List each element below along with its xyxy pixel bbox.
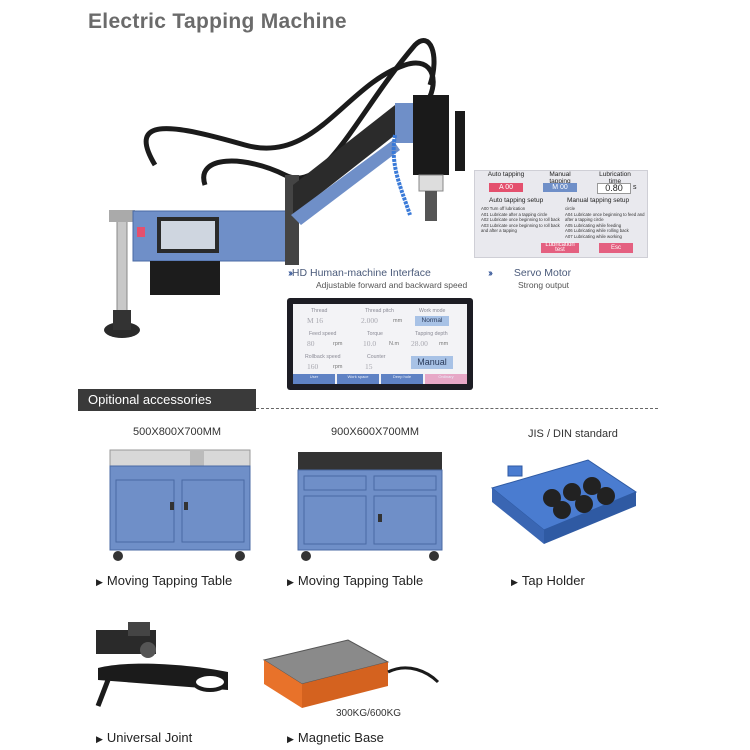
tapping-depth-label: Tapping depth xyxy=(415,331,448,337)
rollback-speed-unit: rpm xyxy=(333,364,343,370)
work-mode-button[interactable]: Normal xyxy=(415,316,449,326)
screen-tabs: User Work space Deep hole Ordinary xyxy=(293,374,467,384)
accessory-caption: ▶Magnetic Base xyxy=(287,730,384,745)
triangle-right-icon: ▶ xyxy=(96,577,103,587)
tab-deep-hole[interactable]: Deep hole xyxy=(381,374,423,384)
moving-tapping-table-image xyxy=(109,449,251,561)
divider xyxy=(256,408,658,409)
servo-motor-title-text: Servo Motor xyxy=(513,267,572,279)
accessory-caption: ▶Moving Tapping Table xyxy=(96,573,232,588)
accessory-name: Moving Tapping Table xyxy=(106,573,233,588)
magnetic-base-image xyxy=(262,639,440,708)
thread-pitch-unit: mm xyxy=(393,318,403,324)
auto-setup-list: A00 Turn off lubrication A01 Lubricate a… xyxy=(481,206,561,234)
manual-tapping-setup: Manual tapping setup xyxy=(567,197,630,204)
tap-holder-image xyxy=(490,459,638,544)
tab-ordinary[interactable]: Ordinary xyxy=(425,374,467,384)
thread-label: Thread xyxy=(311,308,328,314)
moving-tapping-table-image xyxy=(297,452,443,561)
universal-joint-image xyxy=(95,622,228,707)
tab-user[interactable]: User xyxy=(293,374,335,384)
rollback-speed-value[interactable]: 160 xyxy=(307,362,319,371)
accessory-caption: ▶Moving Tapping Table xyxy=(287,573,423,588)
accessory-name: Universal Joint xyxy=(106,730,193,745)
auto-tapping-value[interactable]: A 00 xyxy=(489,183,523,192)
hd-interface-title-text: HD Human-machine Interface xyxy=(291,267,431,279)
tab-work-space[interactable]: Work space xyxy=(337,374,379,384)
thread-value[interactable]: M 16 xyxy=(307,316,324,325)
manual-tapping-value[interactable]: M 00 xyxy=(543,183,577,192)
accessory-name: Tap Holder xyxy=(521,573,585,588)
auto-line: A01 Lubricate after a tapping circle xyxy=(481,211,548,217)
accessory-name: Magnetic Base xyxy=(297,730,384,745)
accessory-dimension: JIS / DIN standard xyxy=(528,428,618,440)
accessory-name: Moving Tapping Table xyxy=(297,573,424,588)
manual-tapping-label: Manual tapping xyxy=(549,171,571,185)
feed-speed-unit: rpm xyxy=(333,341,343,347)
accessory-caption: ▶Universal Joint xyxy=(96,730,192,745)
rollback-speed-label: Rollback speed xyxy=(305,354,341,360)
touch-screen-display: Thread M 16 Thread pitch 2.000 mm Work m… xyxy=(293,304,467,384)
servo-motor-subtitle: Strong output xyxy=(518,280,570,290)
lubrication-time-value[interactable]: 0.80 xyxy=(597,183,631,194)
lubrication-time-label: Lubrication time xyxy=(599,171,631,185)
hd-interface-title: ›› HD Human-machine Interface xyxy=(288,267,431,279)
manual-line: A06 Lubricating while rolling back xyxy=(565,228,629,234)
counter-label: Counter xyxy=(367,354,386,360)
manual-line: circle xyxy=(565,206,576,211)
work-mode-label: Work mode xyxy=(419,308,446,314)
torque-unit: N.m xyxy=(389,341,400,347)
accessory-dimension: 900X600X700MM xyxy=(331,426,420,438)
accessory-caption: ▶Tap Holder xyxy=(511,573,585,588)
chevron-right-icon: ›› xyxy=(488,267,493,279)
triangle-right-icon: ▶ xyxy=(287,577,294,587)
thread-pitch-value[interactable]: 2.000 xyxy=(361,316,378,325)
counter-value: 15 xyxy=(365,362,373,371)
manual-line: A07 Lubricating while working xyxy=(565,233,622,239)
auto-tapping-setup: Auto tapping setup xyxy=(489,197,544,204)
torque-value[interactable]: 10.0 xyxy=(363,339,377,348)
feed-speed-label: Feed speed xyxy=(309,331,337,337)
triangle-right-icon: ▶ xyxy=(287,734,294,744)
torque-label: Torque xyxy=(367,331,383,337)
accessory-dimension: 300KG/600KG xyxy=(336,708,402,719)
page-title: Electric Tapping Machine xyxy=(88,10,347,33)
auto-line: A02 Lubricate once beginning to roll bac… xyxy=(481,217,560,223)
thread-pitch-label: Thread pitch xyxy=(365,308,394,314)
esc-button[interactable]: Esc xyxy=(599,243,633,253)
settings-panel: Auto tapping A 00 Manual tapping M 00 Lu… xyxy=(474,170,648,258)
feed-speed-value[interactable]: 80 xyxy=(307,339,315,348)
lubrication-time-unit: s xyxy=(633,184,637,191)
auto-line: A00 Turn off lubrication xyxy=(481,206,526,211)
tapping-machine-image xyxy=(104,38,465,338)
accessory-dimension: 500X800X700MM xyxy=(133,426,222,438)
triangle-right-icon: ▶ xyxy=(511,577,518,587)
manual-setup-list: circle A04 Lubricate once beginning to f… xyxy=(565,206,645,240)
servo-motor-title: ›› Servo Motor xyxy=(488,267,571,279)
chevron-right-icon: ›› xyxy=(288,267,293,279)
hd-interface-subtitle: Adjustable forward and backward speed xyxy=(316,280,468,290)
auto-line: A03 Lubricate once beginning to roll bac… xyxy=(481,222,560,234)
touch-screen: Thread M 16 Thread pitch 2.000 mm Work m… xyxy=(287,298,473,390)
manual-line: A05 Lubricating while feeding xyxy=(565,222,622,228)
tapping-depth-value[interactable]: 28.00 xyxy=(411,339,428,348)
tapping-depth-unit: mm xyxy=(439,341,449,347)
triangle-right-icon: ▶ xyxy=(96,734,103,744)
lubrication-test-button[interactable]: Lubrication test xyxy=(541,242,579,253)
manual-button[interactable]: Manual xyxy=(411,356,453,369)
accessories-banner: Opitional accessories xyxy=(78,389,256,411)
manual-line: A04 Lubricate once beginning to feed and… xyxy=(565,211,645,223)
auto-tapping-label: Auto tapping xyxy=(487,171,525,178)
